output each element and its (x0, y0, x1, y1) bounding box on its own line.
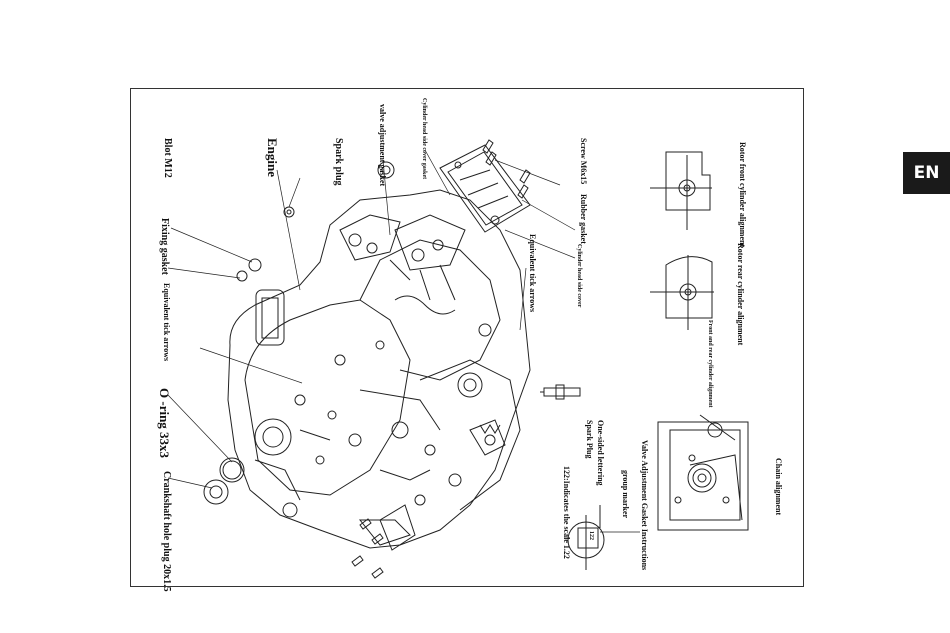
diagram-frame (130, 88, 804, 587)
language-tab[interactable]: EN (903, 152, 950, 194)
spark-plug-part (540, 384, 581, 400)
label-chain: Chain alignment (774, 458, 783, 516)
label-one-sided: One-sided lettering (596, 420, 605, 486)
label-engine: Engine (265, 138, 280, 178)
label-scale-note: 122:Indicates the scale 1.22 (562, 466, 571, 559)
label-group-marker: group marker (621, 470, 630, 519)
label-rubber-gasket: Rubber gasket (579, 194, 588, 244)
label-cyl-head-cover: Cylinder head side cover (576, 244, 582, 308)
label-rotor-front: Rotor front cylinder alignment (738, 142, 747, 248)
label-valve-gasket: valve adjustment gasket (378, 104, 387, 187)
label-gasket-mark: 122 (588, 531, 594, 540)
label-front-rear: Front and rear cylinder alignment (707, 320, 713, 408)
label-o-ring: O -ring 33x3 (157, 388, 172, 459)
label-crankshaft-plug: Crankshaft hole plug 20x1.5 (161, 471, 172, 592)
engine-body (227, 189, 531, 549)
rotor-alignment-diagram (650, 151, 712, 230)
leader-lines (167, 149, 640, 533)
label-fixing-gasket: Fixing gasket (159, 218, 170, 275)
label-rotor-rear: Rotor rear cylinder alignment (736, 243, 745, 346)
label-equiv-arrows-left: Equivalent tick arrows (162, 283, 171, 362)
label-blot: Blot M12 (162, 138, 173, 178)
label-spark-plug-right: Spark Plug (585, 420, 594, 459)
valve-cover (439, 144, 531, 233)
cylinder-head-diagram (657, 414, 749, 531)
fasteners (203, 139, 531, 579)
gasket-diagram (567, 505, 605, 570)
label-spark-plug-left: Spark plug (333, 138, 344, 186)
label-equiv-arrows-top: Equivalent tick arrows (528, 234, 537, 313)
label-cyl-head-gasket: Cylinder head side cover gasket (421, 98, 427, 180)
label-screw: Screw M6x15 (579, 138, 588, 185)
label-valve-instructions: Valve Adjustment Gasket Instructions (640, 440, 649, 571)
rotor-rear-diagram (650, 255, 714, 330)
